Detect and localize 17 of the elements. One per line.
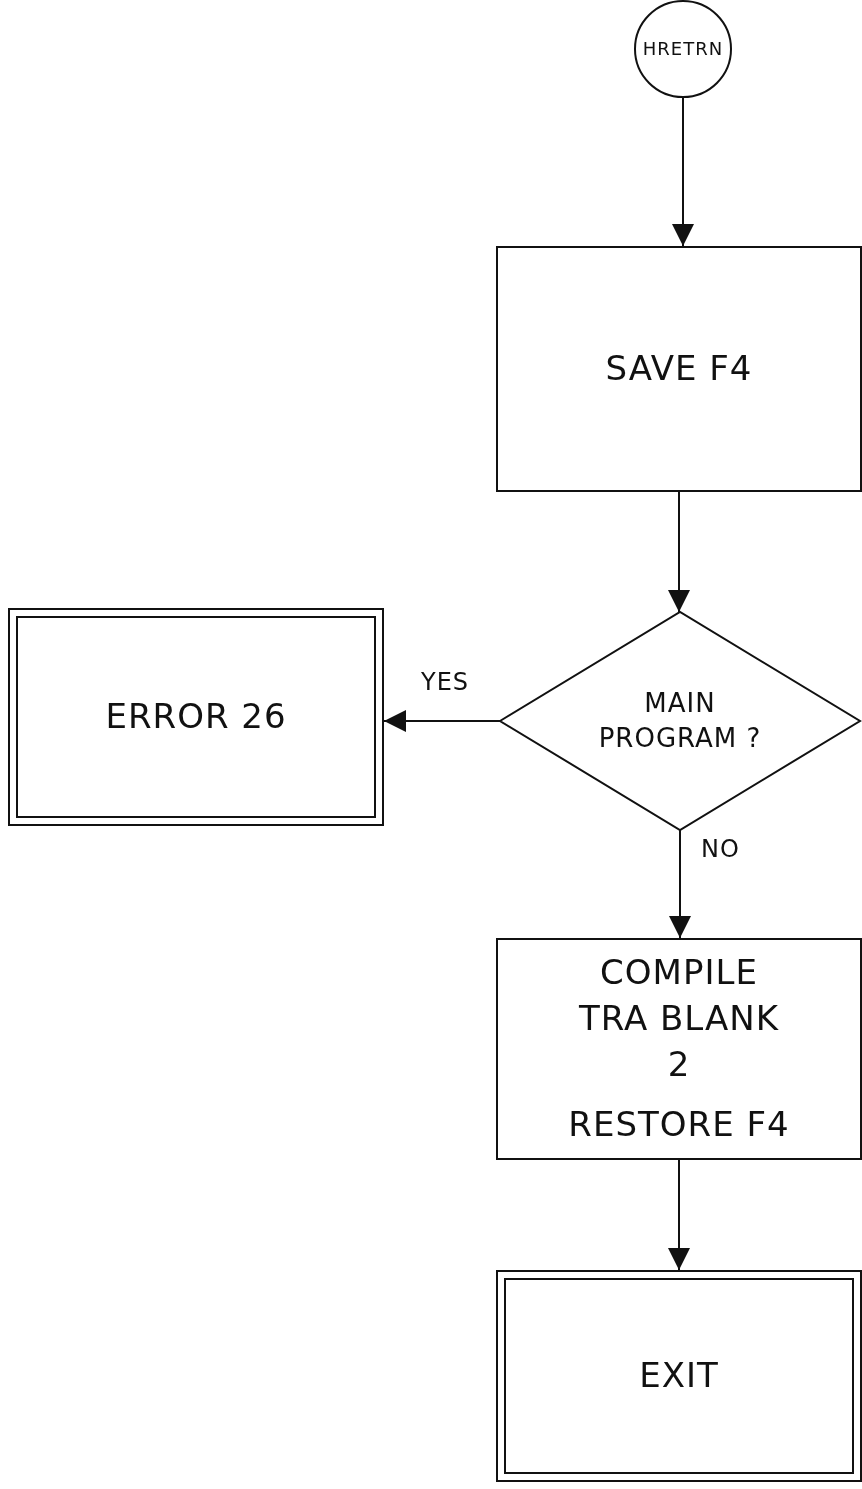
terminal-box [496,1270,862,1482]
node-text: COMPILE TRA BLANK 2 [577,951,781,1086]
arrow [669,829,691,939]
terminal-box [8,608,384,826]
process-box [496,938,862,1160]
node-text: HRETRN [642,36,724,61]
arrow [383,710,501,732]
process-box [496,246,862,492]
arrow [668,1159,690,1271]
node-text: MAIN PROGRAM ? [597,686,763,755]
node-text: ERROR 26 [105,695,287,739]
node-text: EXIT [639,1354,719,1398]
node-text: SAVE F4 [605,347,753,391]
arrow [672,97,694,247]
node-text: RESTORE F4 [568,1102,790,1146]
arrow [668,491,690,613]
start-circle [634,0,732,98]
